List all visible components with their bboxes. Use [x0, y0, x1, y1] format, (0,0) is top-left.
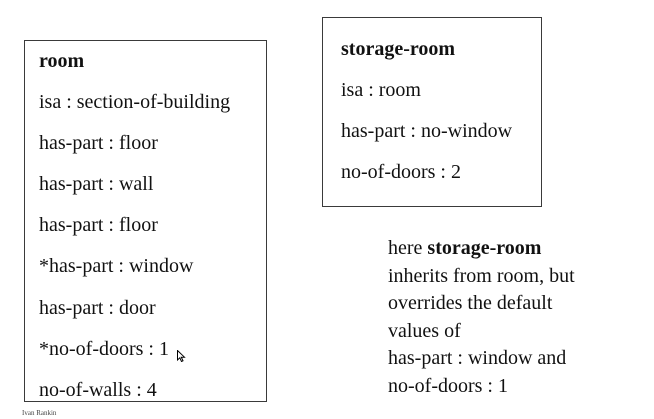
note-line: has-part : window and	[388, 347, 567, 369]
note-highlight: storage-room	[427, 237, 542, 259]
note-line: no-of-doors : 1	[388, 374, 508, 397]
room-frame: room isa : section-of-building has-part …	[24, 40, 267, 402]
room-slot-has-part-floor: has-part : floor	[39, 132, 158, 154]
mouse-pointer-icon	[177, 349, 186, 363]
author-credit: Ivan Rankin	[22, 409, 57, 417]
note-line: values of	[388, 319, 461, 342]
room-slot-isa: isa : section-of-building	[39, 91, 231, 113]
note-line: inherits from room, but	[388, 264, 575, 287]
inheritance-note: here storage-room inherits from room, bu…	[388, 235, 648, 400]
storage-slot-has-part: has-part : no-window	[341, 120, 513, 142]
room-slot-has-part-wall: has-part : wall	[39, 173, 154, 195]
room-slot-no-of-walls: no-of-walls : 4	[39, 379, 157, 401]
room-slot-has-part-floor-2: has-part : floor	[39, 214, 158, 236]
storage-room-frame: storage-room isa : room has-part : no-wi…	[322, 17, 542, 207]
storage-slot-isa: isa : room	[341, 79, 421, 101]
room-slot-has-part-window: *has-part : window	[39, 255, 194, 277]
note-first-line: here storage-room	[388, 235, 648, 263]
note-lead-text: here	[388, 237, 428, 259]
note-line: overrides the default	[388, 292, 553, 314]
room-slot-no-of-doors: *no-of-doors : 1	[39, 338, 169, 360]
room-frame-title: room	[39, 50, 85, 72]
storage-slot-no-of-doors: no-of-doors : 2	[341, 161, 461, 183]
storage-room-frame-title: storage-room	[341, 38, 456, 60]
room-slot-has-part-door: has-part : door	[39, 297, 156, 319]
